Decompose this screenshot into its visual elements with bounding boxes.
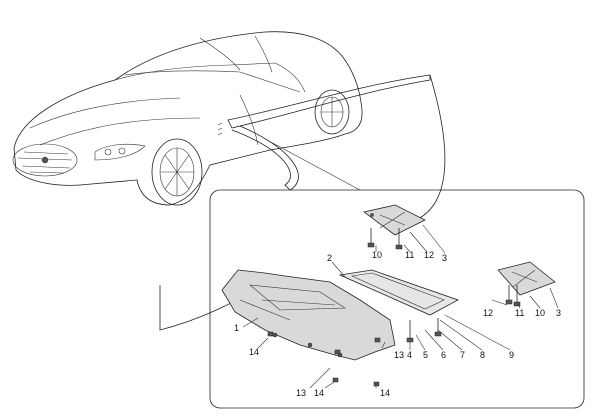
callout-2: 2 (327, 253, 332, 263)
callout-14: 14 (314, 388, 324, 398)
callout-12: 12 (424, 250, 434, 260)
callout-7: 7 (460, 350, 465, 360)
bracket-upper (363, 204, 426, 236)
callout-5: 5 (423, 350, 428, 360)
callout-11: 11 (515, 308, 524, 318)
callout-labels: 1 2 3 10 11 12 4 5 6 7 8 9 12 11 10 3 14… (234, 250, 561, 398)
callout-3: 3 (556, 308, 561, 318)
callout-leaders (242, 224, 559, 389)
callout-6: 6 (441, 350, 446, 360)
callout-9: 9 (509, 350, 514, 360)
callout-4: 4 (407, 350, 412, 360)
mesh-panel (338, 269, 459, 316)
callout-13: 13 (394, 350, 404, 360)
callout-14: 14 (380, 388, 390, 398)
callout-1: 1 (234, 323, 239, 333)
callout-8: 8 (480, 350, 485, 360)
callout-14: 14 (249, 347, 259, 357)
callout-13: 13 (296, 388, 306, 398)
bracket-right (497, 261, 556, 296)
trident-logo-icon (41, 156, 49, 164)
bolts (267, 228, 521, 387)
underbody-panel (221, 269, 396, 361)
detail-frame (209, 189, 585, 409)
callout-12: 12 (483, 308, 493, 318)
callout-11: 11 (405, 250, 414, 260)
callout-3: 3 (442, 253, 447, 263)
callout-10: 10 (372, 250, 382, 260)
car-illustration (12, 31, 363, 206)
callout-10: 10 (535, 308, 545, 318)
